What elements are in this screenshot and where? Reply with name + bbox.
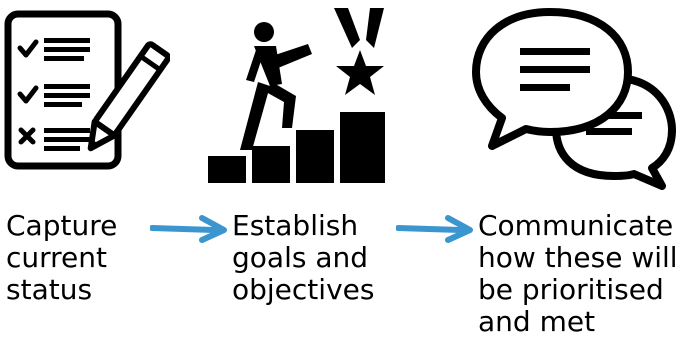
climbing-stairs-medal-icon — [200, 0, 400, 185]
step-2-label: Establish goals and objectives — [232, 209, 375, 306]
right-arrow-icon — [149, 214, 230, 244]
speech-bubbles-icon — [468, 0, 691, 190]
step-1-label: Capture current status — [6, 209, 118, 306]
checklist-pencil-icon — [0, 0, 170, 185]
step-3-label: Communicate how these will be prioritise… — [478, 209, 678, 338]
right-arrow-icon — [395, 214, 476, 244]
